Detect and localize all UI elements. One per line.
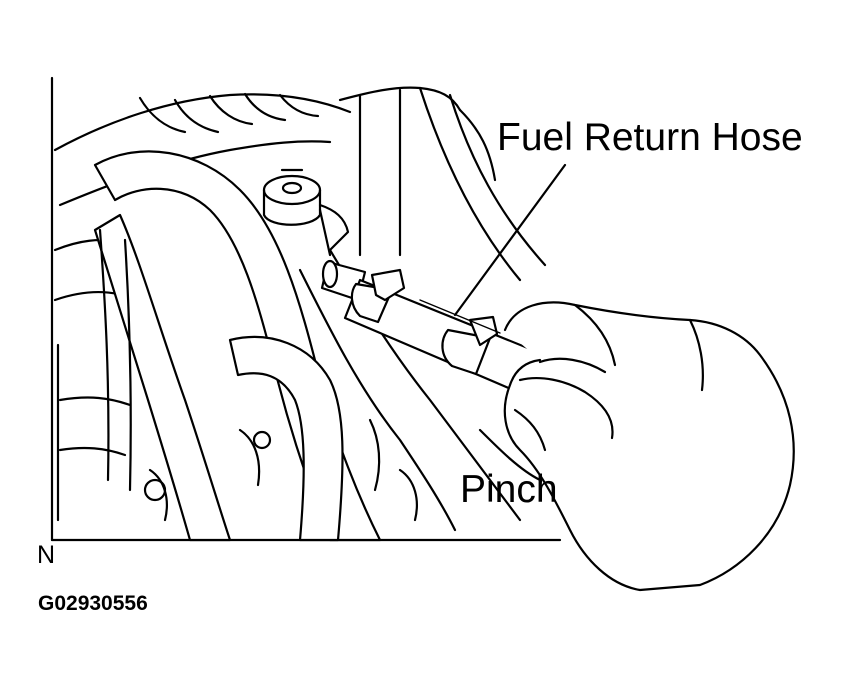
pressure-regulator [262,168,350,257]
lower-engine-details [58,396,418,522]
leader-line-fuel-return-hose [453,163,567,317]
large-hoses [93,150,382,542]
corner-mark-n: N [37,541,56,569]
fuel-return-hose [343,268,547,397]
hand [503,301,795,592]
pinch-label: Pinch [460,468,558,511]
figure-id: G02930556 [38,592,148,615]
fuel-return-hose-label: Fuel Return Hose [497,116,803,159]
